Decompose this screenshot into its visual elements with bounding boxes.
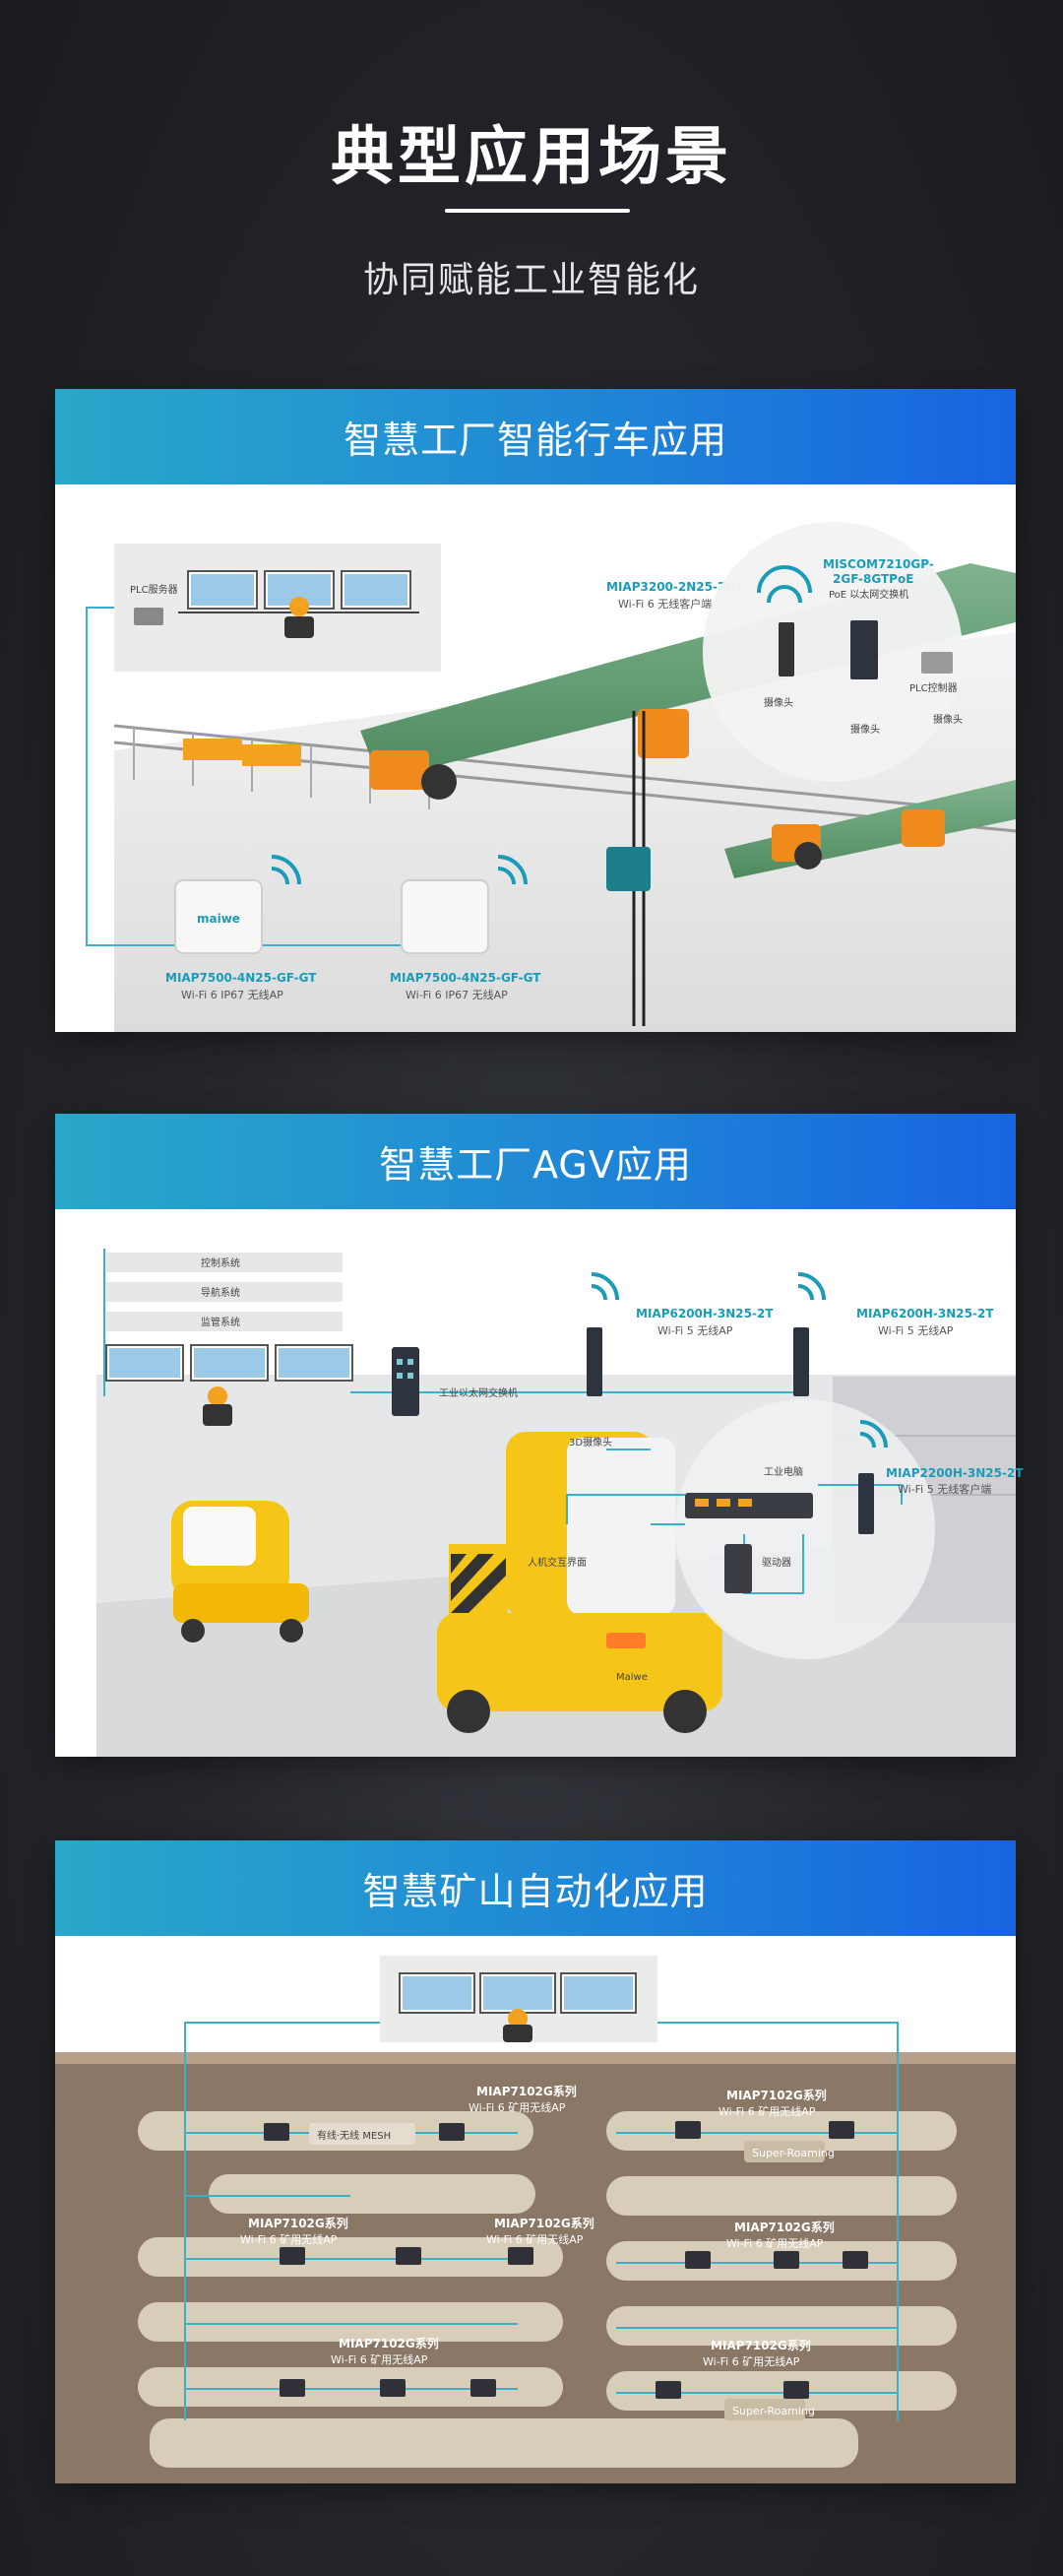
monitor-system-label: 监管系统 [201,1316,240,1328]
crane-illustration: PLC服务器 maiwe MIAP7500-4N25-GF-GT Wi-Fi 6… [55,484,1017,1032]
outdoor-ap-left: maiwe [174,855,301,954]
ap-series-label-4: MIAP7102G系列 [494,2216,594,2230]
ap-desc-label-7: Wi-Fi 6 矿用无线AP [703,2354,800,2368]
scenario-card-agv: 智慧工厂AGV应用 控制系统 导航系统 监管系统 [55,1114,1024,1757]
ap-mid-desc: Wi-Fi 5 无线AP [657,1323,733,1337]
ap-desc-label-1: Wi-Fi 6 矿用无线AP [469,2100,566,2114]
ap-right-model-agv: MIAP6200H-3N25-2T [856,1307,994,1320]
switch-desc: PoE 以太网交换机 [829,588,908,601]
page-title: 典型应用场景 [331,121,732,194]
ap-desc-label-3: Wi-Fi 6 矿用无线AP [240,2232,338,2246]
ap-series-label-3: MIAP7102G系列 [248,2216,348,2230]
camera-right-label: 摄像头 [933,713,963,726]
agv-diagram: 控制系统 导航系统 监管系统 工业以太网交换机 MIAP6200H-3N25-2… [55,1209,1024,1757]
mesh-label: 有线·无线 MESH [317,2129,391,2142]
hmi-label: 人机交互界面 [528,1556,587,1569]
switch-model-line2: 2GF-8GTPoE [833,572,913,586]
scenario-card-crane: 智慧工厂智能行车应用 [55,389,1017,1032]
client-desc: Wi-Fi 5 无线客户端 [898,1482,991,1496]
outdoor-ap-right [401,855,528,954]
camera-3d-label: 3D摄像头 [569,1436,612,1449]
ap-left-model: MIAP7500-4N25-GF-GT [165,971,317,985]
ap-top-model: MIAP3200-2N25-2GT [606,580,744,594]
ap-right-desc: Wi-Fi 6 IP67 无线AP [406,988,508,1001]
card-title-crane: 智慧工厂智能行车应用 [55,389,1016,484]
card-title-agv: 智慧工厂AGV应用 [55,1114,1016,1209]
nav-system-label: 导航系统 [201,1286,240,1299]
agv-brand: Maiwe [616,1672,648,1683]
title-divider [445,209,630,213]
ap-desc-label-4: Wi-Fi 6 矿用无线AP [486,2232,584,2246]
ap-top-desc: Wi-Fi 6 无线客户端 [618,597,712,611]
mine-illustration: 有线·无线 MESH Super-Roaming Super-Roaming M… [55,1936,1016,2483]
camera-left-label: 摄像头 [764,696,793,709]
ap-series-label-1: MIAP7102G系列 [476,2084,577,2098]
ap-series-label-7: MIAP7102G系列 [711,2338,811,2352]
ap-series-label-6: MIAP7102G系列 [339,2336,439,2351]
ap-mid-model: MIAP6200H-3N25-2T [636,1307,774,1320]
ap-right-desc-agv: Wi-Fi 5 无线AP [878,1323,954,1337]
control-system-label: 控制系统 [201,1256,240,1269]
agv-illustration: 控制系统 导航系统 监管系统 工业以太网交换机 MIAP6200H-3N25-2… [55,1209,1024,1757]
ap-left-desc: Wi-Fi 6 IP67 无线AP [181,988,283,1001]
brand-logo: maiwe [197,912,240,926]
page-header: 典型应用场景 协同赋能工业智能化 [0,0,1063,335]
page-subtitle: 协同赋能工业智能化 [362,260,700,300]
super-roaming-2: Super-Roaming [732,2405,815,2417]
card-title-mine: 智慧矿山自动化应用 [55,1840,1016,1936]
super-roaming-1: Super-Roaming [752,2147,835,2159]
scenario-card-mine: 智慧矿山自动化应用 [55,1840,1016,2483]
camera-bottom-label: 摄像头 [850,723,880,736]
driver-label: 驱动器 [762,1557,791,1569]
ap-right-model: MIAP7500-4N25-GF-GT [390,971,541,985]
ap-series-label-2: MIAP7102G系列 [726,2088,827,2102]
mine-diagram: 有线·无线 MESH Super-Roaming Super-Roaming M… [55,1936,1016,2483]
ap-series-label-5: MIAP7102G系列 [734,2220,835,2234]
ipc-label: 工业电脑 [764,1465,803,1478]
switch-label: 工业以太网交换机 [439,1386,518,1399]
plc-cabinet-label: PLC服务器 [130,583,178,596]
ap-desc-label-2: Wi-Fi 6 矿用无线AP [719,2104,816,2118]
switch-model-line1: MISCOM7210GP- [823,557,934,571]
ap-desc-label-6: Wi-Fi 6 矿用无线AP [331,2352,428,2366]
client-model: MIAP2200H-3N25-2T [886,1466,1024,1480]
plc-controller-label: PLC控制器 [909,681,958,694]
ap-desc-label-5: Wi-Fi 6 矿用无线AP [726,2236,824,2250]
crane-diagram: PLC服务器 maiwe MIAP7500-4N25-GF-GT Wi-Fi 6… [55,484,1017,1032]
